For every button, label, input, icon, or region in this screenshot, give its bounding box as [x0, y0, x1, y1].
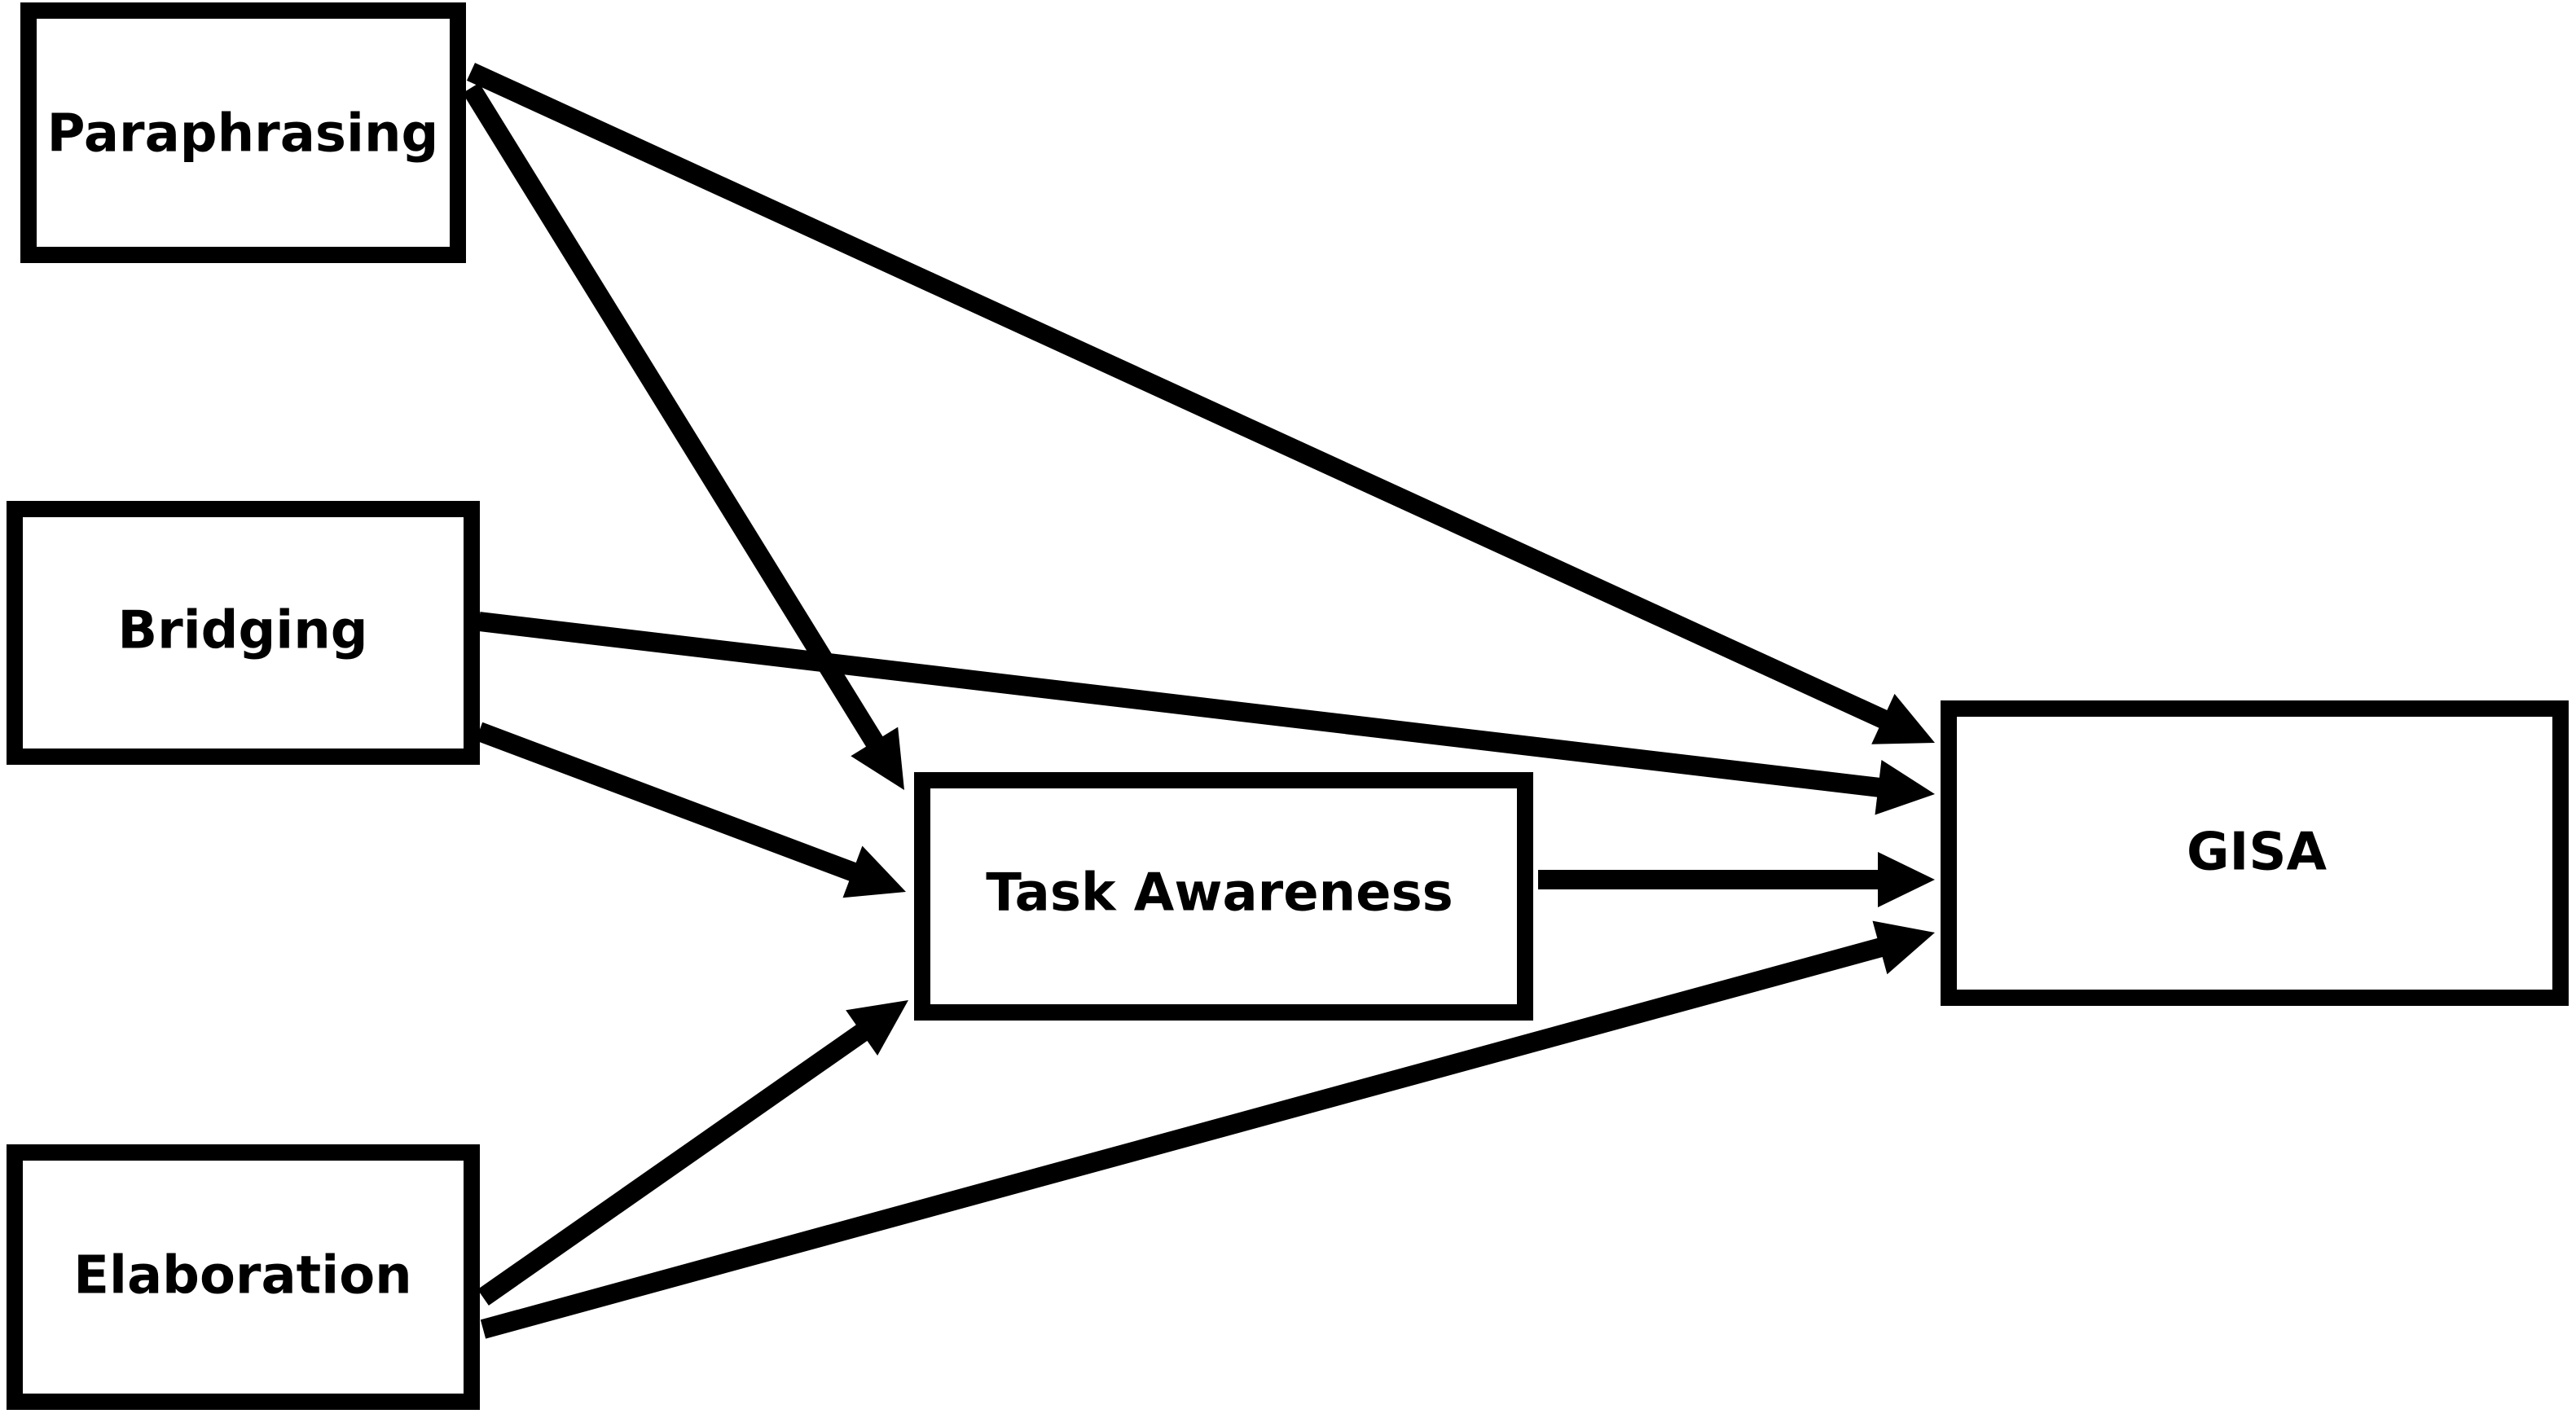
node-gisa: GISA [1941, 700, 2569, 1006]
node-paraphrasing-box [20, 2, 466, 263]
node-gisa-label: GISA [2187, 823, 2327, 883]
edge-line [466, 63, 1891, 730]
node-gisa-box [1941, 700, 2569, 1006]
arrowhead-icon [1875, 759, 1935, 815]
node-bridging: Bridging [7, 501, 480, 765]
arrowhead-icon [842, 845, 906, 898]
arrowhead-icon [1871, 693, 1935, 744]
edge-line [477, 612, 1883, 798]
edge-line [462, 82, 885, 750]
node-elaboration-box [7, 1144, 480, 1410]
node-paraphrasing: Paraphrasing [20, 2, 466, 263]
edge-line [475, 722, 859, 883]
node-paraphrasing-label: Paraphrasing [47, 104, 439, 165]
node-task-awareness-box [914, 772, 1533, 1021]
edge-elaboration-to-gisa [480, 920, 1935, 1339]
edge-line [477, 1022, 870, 1306]
edge-bridging-to-task-awareness [475, 722, 906, 898]
node-elaboration-label: Elaboration [73, 1246, 411, 1306]
edges-layer [462, 63, 1935, 1339]
edge-paraphrasing-to-task-awareness [462, 82, 904, 790]
edge-bridging-to-gisa [477, 612, 1935, 815]
node-task-awareness: Task Awareness [914, 772, 1533, 1021]
node-elaboration: Elaboration [7, 1144, 480, 1410]
arrowhead-icon [1872, 920, 1935, 975]
arrowhead-icon [846, 1000, 908, 1056]
arrowhead-icon [851, 727, 904, 790]
edge-task-awareness-to-gisa [1538, 852, 1935, 907]
edge-line [480, 937, 1886, 1339]
edge-elaboration-to-task-awareness [477, 1000, 908, 1306]
arrowhead-icon [1878, 852, 1935, 907]
node-bridging-label: Bridging [117, 601, 367, 661]
node-task-awareness-label: Task Awareness [986, 863, 1453, 924]
node-bridging-box [7, 501, 480, 765]
edge-paraphrasing-to-gisa [466, 63, 1935, 744]
